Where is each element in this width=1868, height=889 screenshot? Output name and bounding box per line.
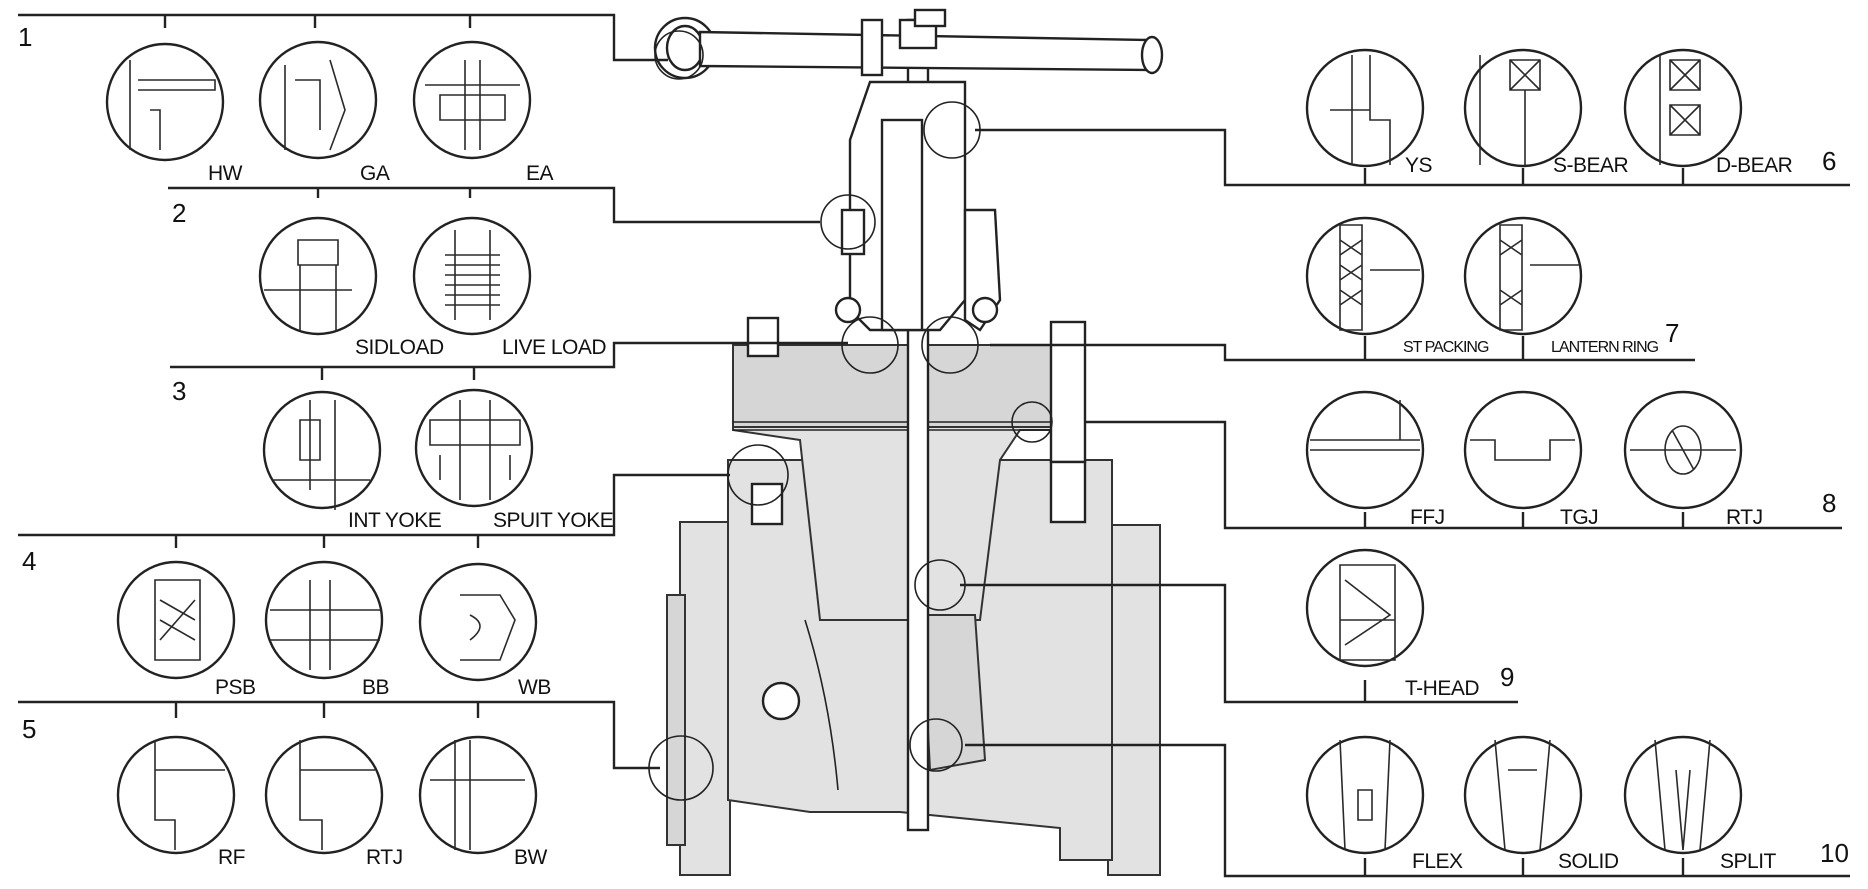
detail-ea (412, 40, 532, 160)
option-label: D-BEAR (1716, 154, 1793, 177)
detail-split (1623, 735, 1743, 855)
option-label: EA (526, 162, 554, 185)
detail-bb (264, 560, 384, 680)
group-number: 8 (1822, 488, 1836, 518)
option-label: FFJ (1410, 506, 1445, 529)
option-label: S-BEAR (1553, 154, 1629, 177)
option-label: PSB (215, 676, 256, 699)
group-number: 4 (22, 546, 36, 576)
detail-ga (258, 40, 378, 160)
option-label: BB (362, 676, 389, 699)
valve-illustration (653, 8, 1164, 876)
option-label: ST PACKING (1403, 339, 1489, 356)
option-label: YS (1405, 154, 1433, 177)
option-label: BW (514, 846, 548, 869)
option-label: LANTERN RING (1551, 339, 1659, 356)
option-labels: HW GA EA SIDLOAD LIVE LOAD INT YOKE SPUI… (208, 154, 1793, 873)
option-label: INT YOKE (348, 509, 442, 532)
valve-callout-circles (648, 30, 1053, 801)
group-number: 2 (172, 198, 186, 228)
group-number: 5 (22, 714, 36, 744)
option-label: SIDLOAD (355, 336, 444, 359)
group-number: 6 (1822, 146, 1836, 176)
group-numbers: 1 2 3 4 5 6 7 8 9 10 (18, 22, 1849, 868)
option-label: SPLIT (1720, 850, 1777, 873)
group-number: 1 (18, 22, 32, 52)
detail-wb (418, 562, 538, 682)
detail-ffj (1305, 390, 1425, 510)
detail-t-head (1305, 548, 1425, 668)
detail-rtj-8 (1623, 390, 1743, 510)
detail-ys (1305, 48, 1425, 168)
detail-rf (116, 735, 236, 855)
group-number: 10 (1820, 838, 1849, 868)
option-label: RTJ (1726, 506, 1763, 529)
option-label: WB (518, 676, 551, 699)
option-label: RTJ (366, 846, 403, 869)
option-label: SPUIT YOKE (493, 509, 614, 532)
option-label: GA (360, 162, 390, 185)
detail-tgj (1463, 390, 1583, 510)
group-number: 3 (172, 376, 186, 406)
detail-sidload (258, 216, 378, 336)
option-label: TGJ (1560, 506, 1598, 529)
detail-bw (418, 735, 538, 855)
detail-s-bear (1463, 48, 1583, 168)
detail-psb (116, 560, 236, 680)
option-label: LIVE LOAD (502, 336, 606, 359)
detail-liveload (412, 216, 532, 336)
detail-circles (105, 40, 1743, 855)
option-label: RF (218, 846, 245, 869)
group-number: 9 (1500, 662, 1514, 692)
detail-st-packing (1305, 216, 1425, 336)
option-label: FLEX (1412, 850, 1463, 873)
group-number: 7 (1665, 318, 1679, 348)
option-label: HW (208, 162, 243, 185)
detail-flex (1305, 735, 1425, 855)
option-label: SOLID (1558, 850, 1619, 873)
detail-lantern-ring (1463, 216, 1583, 336)
detail-int-yoke (262, 390, 382, 510)
detail-spuit-yoke (414, 388, 534, 508)
detail-rtj (264, 735, 384, 855)
callout-lines (18, 13, 1850, 878)
option-label: T-HEAD (1405, 677, 1479, 700)
detail-solid (1463, 735, 1583, 855)
detail-d-bear (1623, 48, 1743, 168)
detail-hw (105, 42, 225, 162)
